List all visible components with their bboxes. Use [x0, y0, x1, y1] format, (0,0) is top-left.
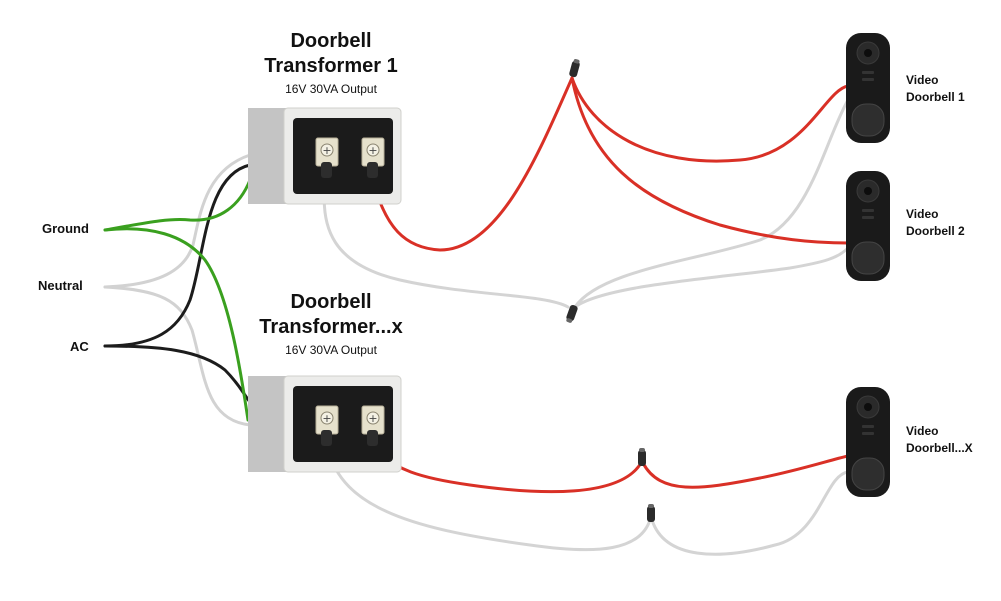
transformer-1-title: Doorbell Transformer 1	[231, 29, 431, 79]
gray-wire-tx-to-splice	[326, 445, 652, 552]
transformer-x-terminal-right: +	[361, 405, 385, 446]
gray-wire-splice-to-doorbell-x	[650, 470, 850, 556]
red-wire-t1-to-splice	[370, 76, 574, 252]
doorbell-button-icon	[851, 457, 885, 491]
neutral-wire-to-transformer-1	[103, 153, 252, 289]
transformer-1-title-line1: Doorbell	[290, 30, 372, 52]
gray-wire-splice-to-doorbell-2	[573, 246, 850, 309]
video-doorbell-1	[846, 33, 890, 143]
red-wire-splice-to-doorbell-1	[570, 76, 850, 163]
transformer-1-terminal-left: +	[315, 137, 339, 178]
gray-wire-splice-to-doorbell-1	[573, 98, 850, 309]
red-wire-splice-to-doorbell-2	[570, 76, 850, 245]
transformer-1-title-line2: Transformer 1	[264, 55, 398, 77]
mains-wires	[103, 153, 252, 427]
doorbell-button-icon	[851, 241, 885, 275]
red-wire-tx-to-splice	[370, 445, 643, 494]
ground-label: Ground	[42, 221, 89, 236]
ground-wire-to-transformer-x	[103, 227, 250, 422]
transformer-x-title-line2: Transformer...x	[259, 316, 403, 338]
doorbell-x-label-line1: Video	[906, 424, 939, 438]
transformer-x-title-line1: Doorbell	[290, 291, 372, 313]
doorbell-2-label-line1: Video	[906, 207, 939, 221]
red-wire-splice-to-doorbell-x	[641, 454, 850, 489]
terminal-screw-icon: +	[322, 412, 331, 425]
doorbell-1-label-line1: Video	[906, 73, 939, 87]
neutral-label: Neutral	[38, 278, 83, 293]
doorbell-1-label: Video Doorbell 1	[906, 72, 965, 106]
gray-wire-t1-to-splice	[322, 175, 570, 309]
ground-wire-to-transformer-1	[103, 178, 252, 232]
wire-nut-gray-bottom	[647, 504, 655, 522]
doorbell-x-label: Video Doorbell...X	[906, 423, 973, 457]
transformer-x-title: Doorbell Transformer...x	[231, 290, 431, 340]
ac-label: AC	[70, 339, 89, 354]
transformer-x-terminal-left: +	[315, 405, 339, 446]
video-doorbell-x	[846, 387, 890, 497]
output-wires	[322, 76, 850, 556]
transformer-1: + +	[248, 107, 402, 205]
neutral-wire-to-transformer-x	[103, 285, 252, 427]
transformer-1-terminal-right: +	[361, 137, 385, 178]
doorbell-1-label-line2: Doorbell 1	[906, 90, 965, 104]
doorbell-2-label: Video Doorbell 2	[906, 206, 965, 240]
doorbell-x-label-line2: Doorbell...X	[906, 441, 973, 455]
doorbell-2-label-line2: Doorbell 2	[906, 224, 965, 238]
wire-nut-red-top	[569, 59, 580, 78]
transformer-x-output-rating: 16V 30VA Output	[285, 343, 377, 357]
wire-nut-gray-top	[566, 304, 578, 323]
transformer-x: + +	[248, 375, 402, 473]
wire-nuts	[566, 59, 655, 522]
wire-nut-red-bottom	[638, 448, 646, 466]
terminal-screw-icon: +	[322, 144, 331, 157]
doorbell-button-icon	[851, 103, 885, 137]
terminal-screw-icon: +	[368, 144, 377, 157]
video-doorbell-2	[846, 171, 890, 281]
ac-wire-to-transformer-1	[103, 163, 252, 348]
terminal-screw-icon: +	[368, 412, 377, 425]
ac-wire-to-transformer-x	[103, 344, 252, 404]
transformer-1-output-rating: 16V 30VA Output	[285, 82, 377, 96]
